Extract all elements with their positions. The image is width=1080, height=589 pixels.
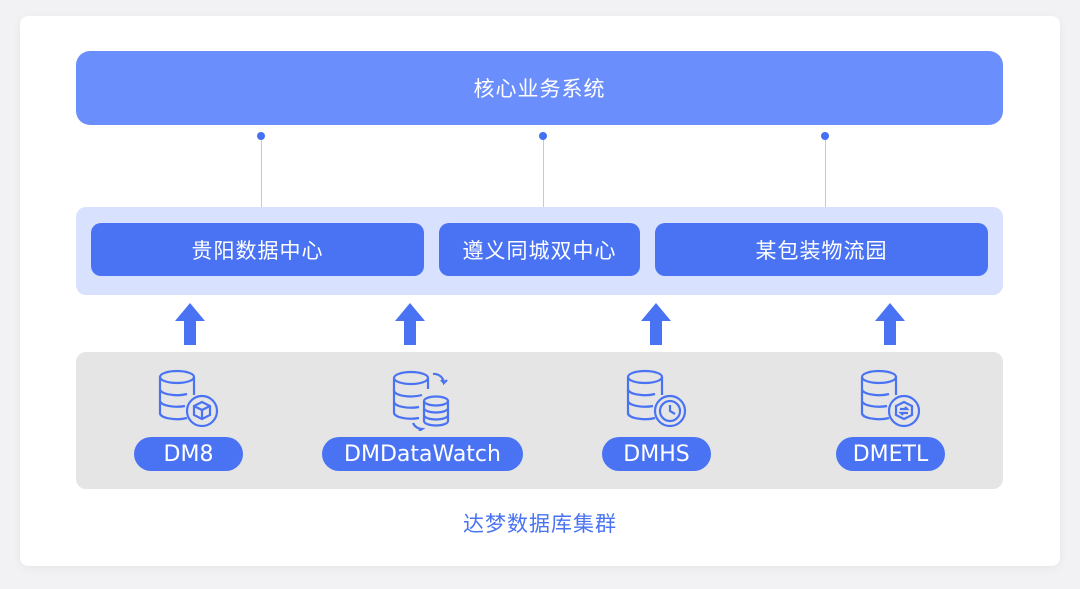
connector-dot-3 [821,132,829,140]
up-arrow-icon [641,303,671,345]
database-clock-icon [626,369,687,428]
database-cube-icon [158,369,219,428]
product-pill-dm8: DM8 [134,437,243,471]
connector-dot-2 [539,132,547,140]
up-arrow-icon [395,303,425,345]
product-label: DMHS [623,441,690,467]
connector-line-2 [543,137,544,223]
data-center-label: 贵阳数据中心 [191,238,324,263]
up-arrow-icon [175,303,205,345]
connector-line-1 [261,137,262,223]
data-center-label: 某包装物流园 [755,238,888,263]
connector-line-3 [825,137,826,223]
database-sync-icon [392,370,450,431]
product-label: DMDataWatch [344,441,501,467]
up-arrow-icon [875,303,905,345]
data-center-logistics-park: 某包装物流园 [655,223,988,276]
product-pill-dmhs: DMHS [602,437,711,471]
product-label: DMETL [852,441,929,467]
core-system-box: 核心业务系统 [76,51,1003,125]
database-transfer-icon [860,369,921,428]
product-pill-dmdatawatch: DMDataWatch [322,437,523,471]
data-center-label: 遵义同城双中心 [462,238,617,263]
core-system-label: 核心业务系统 [473,77,606,101]
data-center-guiyang: 贵阳数据中心 [91,223,424,276]
data-center-zunyi: 遵义同城双中心 [439,223,640,276]
cluster-label: 达梦数据库集群 [463,512,617,536]
product-pill-dmetl: DMETL [836,437,945,471]
connector-dot-1 [257,132,265,140]
product-label: DM8 [163,441,214,467]
